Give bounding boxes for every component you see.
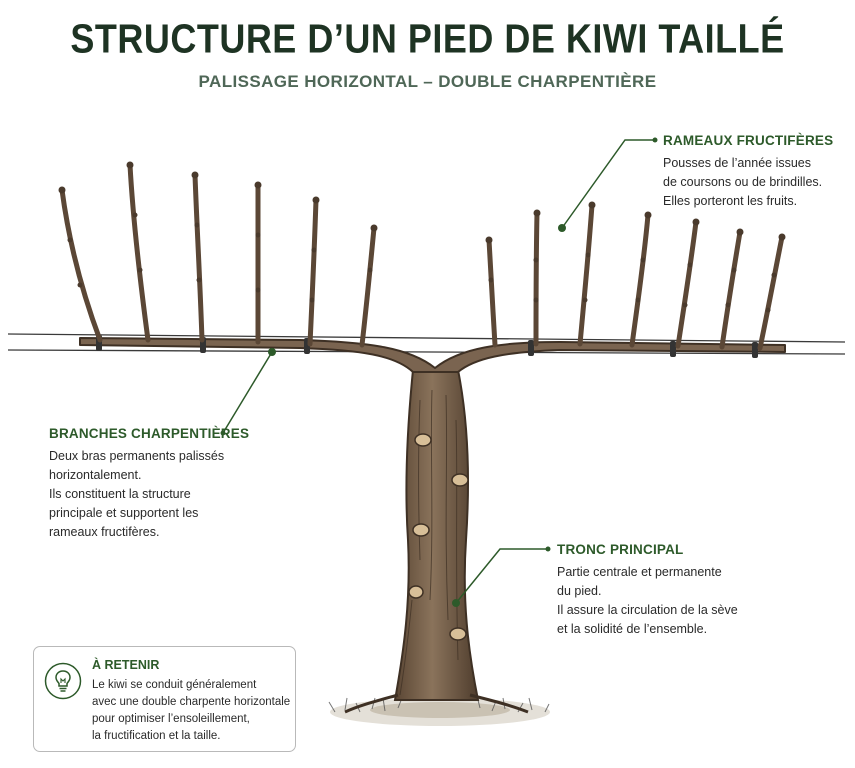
label-branches-title: BRANCHES CHARPENTIÈRES — [49, 426, 250, 441]
lightbulb-icon — [44, 662, 82, 700]
label-branches-line: Ils constituent la structure — [49, 487, 191, 501]
retain-title: À RETENIR — [92, 658, 160, 672]
label-rameaux-line: Elles porteront les fruits. — [663, 194, 798, 208]
label-branches-line: Deux bras permanents palissés — [49, 449, 225, 463]
label-branches-line: principale et supportent les — [49, 506, 199, 520]
trunk — [344, 369, 529, 714]
label-rameaux-title: RAMEAUX FRUCTIFÈRES — [663, 133, 834, 148]
retain-line: pour optimiser l’ensoleillement, — [92, 713, 250, 725]
retain-line: Le kiwi se conduit généralement — [92, 679, 257, 691]
fruiting-shoots — [59, 162, 785, 351]
label-rameaux-line: Pousses de l’année issues — [663, 156, 812, 170]
label-branches-line: horizontalement. — [49, 468, 142, 482]
retain-line: avec une double charpente horizontale — [92, 696, 291, 708]
label-tronc-title: TRONC PRINCIPAL — [557, 542, 684, 557]
leader-line-rameaux — [558, 137, 658, 232]
label-rameaux-line: de coursons ou de brindilles. — [663, 175, 823, 189]
page-subtitle: PALISSAGE HORIZONTAL – DOUBLE CHARPENTIÈ… — [198, 72, 657, 91]
label-branches-line: rameaux fructifères. — [49, 525, 160, 539]
label-tronc-line: Il assure la circulation de la sève — [557, 603, 738, 617]
label-tronc-line: Partie centrale et permanente — [557, 565, 722, 579]
retain-text: Le kiwi se conduit généralement avec une… — [92, 677, 290, 745]
bud-dots — [58, 161, 786, 313]
label-tronc-line: du pied. — [557, 584, 602, 598]
label-tronc-line: et la solidité de l’ensemble. — [557, 622, 708, 636]
label-branches: BRANCHES CHARPENTIÈRES Deux bras permane… — [49, 426, 249, 542]
label-tronc: TRONC PRINCIPAL Partie centrale et perma… — [557, 542, 738, 639]
retain-line: la fructification et la taille. — [92, 730, 221, 742]
label-rameaux: RAMEAUX FRUCTIFÈRES Pousses de l’année i… — [663, 133, 833, 211]
retain-box: À RETENIR Le kiwi se conduit généralemen… — [33, 646, 296, 752]
leader-line-branches — [220, 348, 276, 436]
page-title: STRUCTURE D’UN PIED DE KIWI TAILLÉ — [70, 15, 785, 62]
leader-line-tronc — [452, 546, 551, 607]
